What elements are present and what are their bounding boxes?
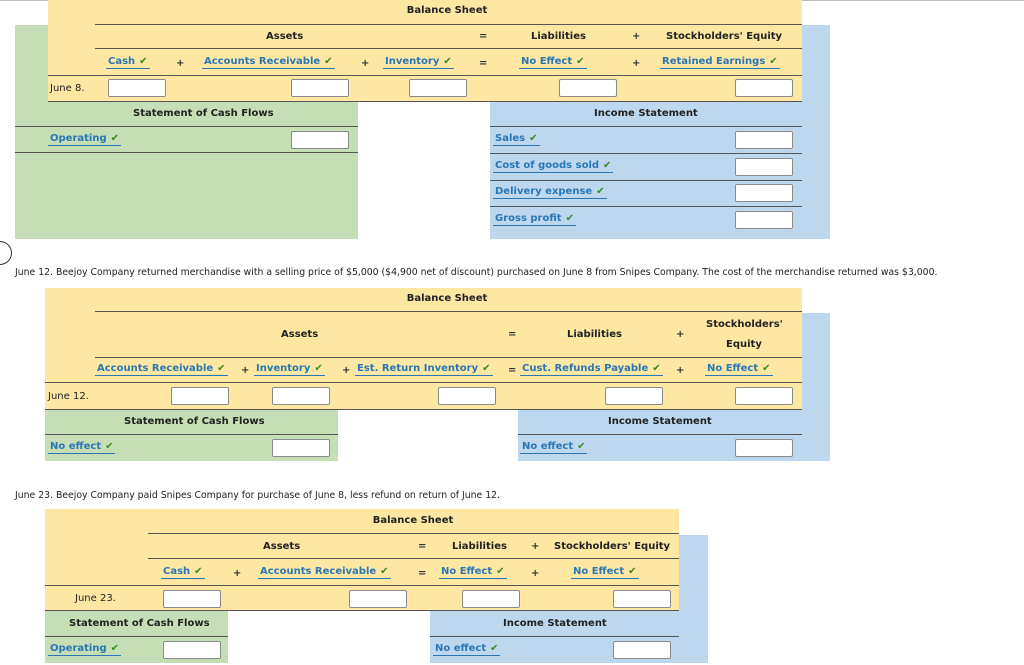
check-icon: ✔ <box>496 566 505 577</box>
assets-header: Assets <box>263 541 301 552</box>
assets-header: Assets <box>266 31 304 42</box>
income-statement-select[interactable]: No effect✔ <box>520 441 588 454</box>
check-icon: ✔ <box>576 56 585 67</box>
check-icon: ✔ <box>110 133 119 144</box>
accounts-receivable-select[interactable]: Accounts Receivable✔ <box>95 363 228 376</box>
check-icon: ✔ <box>490 643 499 654</box>
accounts-receivable-select[interactable]: Accounts Receivable✔ <box>258 566 391 579</box>
check-icon: ✔ <box>324 56 333 67</box>
cash-select[interactable]: Cash✔ <box>161 566 205 579</box>
blank-gap <box>338 410 518 461</box>
equity-select[interactable]: No Effect✔ <box>705 363 773 376</box>
row-date: June 12. <box>48 391 89 402</box>
sales-select[interactable]: Sales✔ <box>493 133 540 146</box>
equity-select[interactable]: No Effect✔ <box>571 566 639 579</box>
blank-gap <box>228 611 430 663</box>
retained-earnings-select[interactable]: Retained Earnings✔ <box>660 56 780 69</box>
check-icon: ✔ <box>762 363 771 374</box>
equity-header: Stockholders' Equity <box>666 31 783 42</box>
income-statement-input[interactable] <box>735 439 793 457</box>
cash-flows-title: Statement of Cash Flows <box>69 618 210 629</box>
delivery-expense-input[interactable] <box>735 184 793 202</box>
check-icon: ✔ <box>105 441 114 452</box>
liabilities-select[interactable]: No Effect✔ <box>519 56 587 69</box>
balance-sheet-title: Balance Sheet <box>406 293 488 304</box>
delivery-expense-select[interactable]: Delivery expense✔ <box>493 186 607 199</box>
balance-sheet-title: Balance Sheet <box>372 515 454 526</box>
balance-sheet-panel <box>45 288 802 410</box>
accounts-receivable-input[interactable] <box>171 387 229 405</box>
equity-header-line2: Equity <box>726 339 762 350</box>
check-icon: ✔ <box>314 363 323 374</box>
gross-profit-select[interactable]: Gross profit✔ <box>493 213 576 226</box>
equity-input[interactable] <box>613 590 671 608</box>
accounts-receivable-input[interactable] <box>349 590 407 608</box>
accounts-receivable-select[interactable]: Accounts Receivable✔ <box>202 56 335 69</box>
inventory-select[interactable]: Inventory✔ <box>254 363 325 376</box>
check-icon: ✔ <box>194 566 203 577</box>
check-icon: ✔ <box>139 56 148 67</box>
income-statement-title: Income Statement <box>503 618 607 629</box>
equity-input[interactable] <box>735 387 793 405</box>
est-return-inventory-input[interactable] <box>438 387 496 405</box>
sales-input[interactable] <box>735 131 793 149</box>
check-icon: ✔ <box>769 56 778 67</box>
check-icon: ✔ <box>596 186 605 197</box>
balance-sheet-title: Balance Sheet <box>406 5 488 16</box>
accounts-receivable-input[interactable] <box>291 79 349 97</box>
operating-input[interactable] <box>291 131 349 149</box>
cash-input[interactable] <box>163 590 221 608</box>
assets-header: Assets <box>281 329 319 340</box>
liabilities-select[interactable]: No Effect✔ <box>439 566 507 579</box>
check-icon: ✔ <box>565 213 574 224</box>
cash-flows-title: Statement of Cash Flows <box>133 108 274 119</box>
retained-earnings-input[interactable] <box>735 79 793 97</box>
gross-profit-input[interactable] <box>735 211 793 229</box>
check-icon: ✔ <box>110 643 119 654</box>
cogs-input[interactable] <box>735 158 793 176</box>
equity-header: Stockholders' Equity <box>554 541 671 552</box>
check-icon: ✔ <box>652 363 661 374</box>
income-statement-select[interactable]: No effect✔ <box>433 643 501 656</box>
inventory-input[interactable] <box>272 387 330 405</box>
cash-flows-title: Statement of Cash Flows <box>124 416 265 427</box>
operating-select[interactable]: Operating✔ <box>48 643 121 656</box>
check-icon: ✔ <box>577 441 586 452</box>
row-date: June 23. <box>75 593 116 604</box>
est-return-inventory-select[interactable]: Est. Return Inventory✔ <box>355 363 493 376</box>
question-text-june-12: June 12. Beejoy Company returned merchan… <box>15 267 938 278</box>
cash-flow-input[interactable] <box>272 439 330 457</box>
income-statement-input[interactable] <box>613 641 671 659</box>
equity-header-line1: Stockholders' <box>706 319 783 330</box>
check-icon: ✔ <box>628 566 637 577</box>
operating-select[interactable]: Operating✔ <box>48 133 121 146</box>
question-text-june-23: June 23. Beejoy Company paid Snipes Comp… <box>15 490 501 501</box>
operating-input[interactable] <box>163 641 221 659</box>
liabilities-header: Liabilities <box>452 541 507 552</box>
income-statement-title: Income Statement <box>608 416 712 427</box>
check-icon: ✔ <box>443 56 452 67</box>
check-icon: ✔ <box>482 363 491 374</box>
cash-flow-select[interactable]: No effect✔ <box>48 441 116 454</box>
cogs-select[interactable]: Cost of goods sold✔ <box>493 160 614 173</box>
check-icon: ✔ <box>529 133 538 144</box>
liabilities-input[interactable] <box>559 79 617 97</box>
inventory-select[interactable]: Inventory✔ <box>383 56 454 69</box>
check-icon: ✔ <box>380 566 389 577</box>
liabilities-header: Liabilities <box>531 31 586 42</box>
liabilities-input[interactable] <box>462 590 520 608</box>
cust-refunds-payable-input[interactable] <box>605 387 663 405</box>
cash-select[interactable]: Cash✔ <box>106 56 150 69</box>
row-date: June 8. <box>50 83 85 94</box>
question-marker-icon <box>0 241 12 265</box>
income-statement-title: Income Statement <box>594 108 698 119</box>
check-icon: ✔ <box>603 160 612 171</box>
cash-input[interactable] <box>108 79 166 97</box>
inventory-input[interactable] <box>409 79 467 97</box>
liabilities-header: Liabilities <box>567 329 622 340</box>
cust-refunds-payable-select[interactable]: Cust. Refunds Payable✔ <box>520 363 663 376</box>
blank-gap <box>358 102 490 239</box>
check-icon: ✔ <box>217 363 226 374</box>
